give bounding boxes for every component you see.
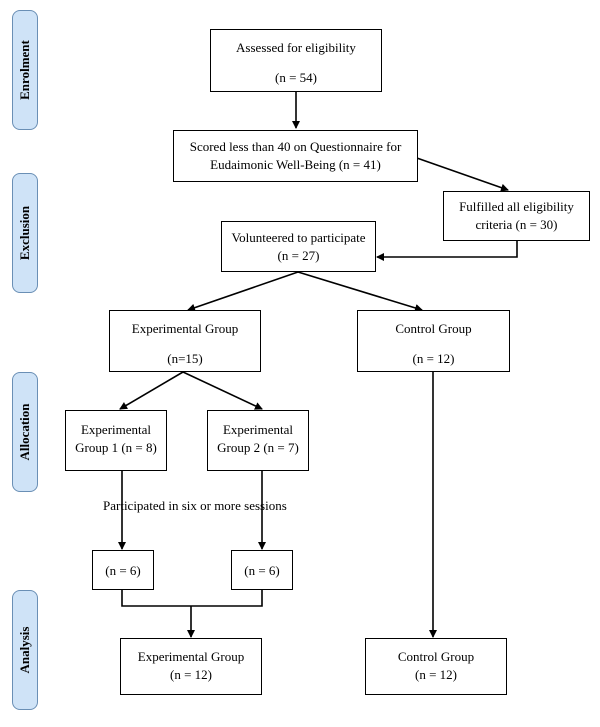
box-scored-line1: Scored less than 40 on Questionnaire for (189, 139, 402, 154)
stage-analysis: Analysis (12, 590, 38, 710)
box-experimental-group-1-line1: Experimental (80, 422, 152, 437)
box-n6-right-value: (n = 6) (244, 563, 280, 578)
arrow-exp-to-exp2 (182, 371, 263, 410)
box-n6-left: (n = 6) (92, 550, 154, 590)
box-experimental-group-2-line1: Experimental (222, 422, 294, 437)
box-scored-line2: Eudaimonic Well-Being (n = 41) (210, 156, 381, 172)
box-volunteered-line1: Volunteered to participate (231, 230, 366, 245)
box-control-final: Control Group (n = 12) (365, 638, 507, 695)
box-control-final-line1: Control Group (397, 649, 475, 664)
box-n6-right: (n = 6) (231, 550, 293, 590)
arrow-fulfilled-to-volunteered (376, 240, 518, 261)
box-experimental-final-line1: Experimental Group (137, 649, 245, 664)
box-experimental-group: Experimental Group (n=15) (109, 310, 261, 372)
box-control-group-line2: (n = 12) (412, 350, 455, 366)
arrow-volunteered-to-exp (187, 271, 299, 312)
box-fulfilled-line2: criteria (n = 30) (475, 216, 558, 232)
box-control-final-line2: (n = 12) (415, 666, 457, 682)
arrow-exp-to-exp1 (119, 371, 184, 410)
box-experimental-final-line2: (n = 12) (170, 666, 212, 682)
box-fulfilled-line1: Fulfilled all eligibility (459, 199, 574, 214)
box-experimental-group-1-line2: Group 1 (n = 8) (75, 439, 157, 455)
box-volunteered: Volunteered to participate (n = 27) (221, 221, 376, 272)
box-experimental-group-line1: Experimental Group (131, 321, 239, 336)
box-fulfilled: Fulfilled all eligibility criteria (n = … (443, 191, 590, 241)
box-volunteered-line2: (n = 27) (277, 247, 320, 263)
stage-exclusion: Exclusion (12, 173, 38, 293)
participation-note: Participated in six or more sessions (103, 498, 287, 513)
box-assessed-line1: Assessed for eligibility (236, 40, 356, 55)
box-control-group-line1: Control Group (395, 321, 472, 336)
box-experimental-group-1: Experimental Group 1 (n = 8) (65, 410, 167, 471)
stage-allocation: Allocation (12, 372, 38, 492)
box-scored: Scored less than 40 on Questionnaire for… (173, 130, 418, 182)
connector-n6-left (121, 590, 191, 607)
box-assessed: Assessed for eligibility (n = 54) (210, 29, 382, 92)
box-assessed-line2: (n = 54) (275, 69, 317, 85)
connector-n6-right (191, 590, 263, 607)
box-experimental-final: Experimental Group (n = 12) (120, 638, 262, 695)
box-experimental-group-line2: (n=15) (167, 350, 203, 366)
arrow-scored-to-fulfilled (413, 156, 509, 192)
box-experimental-group-2: Experimental Group 2 (n = 7) (207, 410, 309, 471)
box-control-group: Control Group (n = 12) (357, 310, 510, 372)
stage-enrolment: Enrolment (12, 10, 38, 130)
arrow-volunteered-to-control (297, 271, 423, 312)
box-experimental-group-2-line2: Group 2 (n = 7) (217, 439, 299, 455)
box-n6-left-value: (n = 6) (105, 563, 141, 578)
